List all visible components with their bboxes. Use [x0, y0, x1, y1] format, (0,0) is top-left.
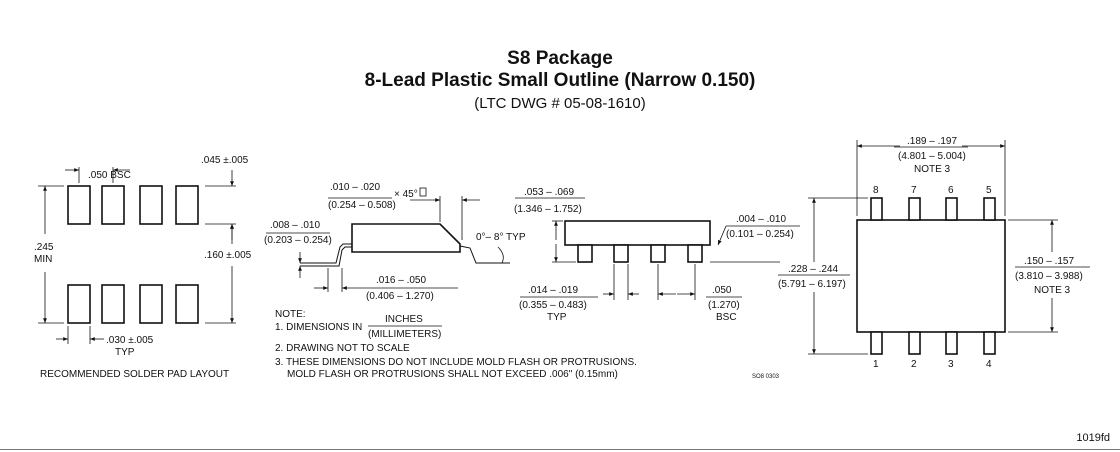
pin-2-label: 2 — [911, 359, 917, 370]
note-3b: MOLD FLASH OR PROTRUSIONS SHALL NOT EXCE… — [287, 369, 618, 380]
length-mm-label: (4.801 – 5.004) — [898, 151, 966, 162]
note-3a: 3. THESE DIMENSIONS DO NOT INCLUDE MOLD … — [275, 357, 637, 368]
pad-height-label: .245 — [34, 242, 54, 253]
front-leads — [577, 244, 703, 263]
chamfer-mm-label: (0.254 – 0.508) — [328, 200, 396, 211]
foot-in-label: .016 – .050 — [376, 275, 426, 286]
pad-gap-label: .045 ±.005 — [201, 155, 249, 166]
footer-rule — [0, 449, 1120, 450]
length-in-label: .189 – .197 — [907, 136, 957, 147]
pin-7-label: 7 — [911, 185, 917, 196]
solder-pad-caption: RECOMMENDED SOLDER PAD LAYOUT — [40, 369, 229, 380]
lead-width-in-label: .014 – .019 — [528, 285, 578, 296]
pad-width-label: .030 ±.005 — [106, 335, 154, 346]
solder-pad-layout: .050 BSC .045 ±.005 .245 MIN .160 ±.005 … — [34, 155, 252, 380]
package-subtitle: 8-Lead Plastic Small Outline (Narrow 0.1… — [364, 70, 756, 91]
note-1-prefix: 1. DIMENSIONS IN — [275, 322, 362, 333]
pin-8-label: 8 — [873, 185, 879, 196]
pin-5-label: 5 — [986, 185, 992, 196]
solder-pads-bottom — [67, 284, 199, 324]
height-in-label: .053 – .069 — [524, 187, 574, 198]
side-view: .010 – .020 (0.254 – 0.508) × 45° .008 –… — [264, 182, 526, 302]
pin-3-label: 3 — [948, 359, 954, 370]
top-leads — [870, 197, 996, 221]
solder-pads-top — [67, 185, 199, 225]
span-mm-label: (5.791 – 6.197) — [778, 279, 846, 290]
span-in-label: .228 – .244 — [788, 264, 838, 275]
width-note: NOTE 3 — [1034, 285, 1071, 296]
notes-heading: NOTE: — [275, 309, 306, 320]
width-in-label: .150 – .157 — [1024, 256, 1074, 267]
pitch-mm-label: (1.270) — [708, 300, 740, 311]
pitch-in-label: .050 — [712, 285, 732, 296]
pad-pitch-label: .050 BSC — [88, 170, 131, 181]
pin-1-label: 1 — [873, 359, 879, 370]
standoff-in-label: .004 – .010 — [736, 214, 786, 225]
notes: NOTE: 1. DIMENSIONS IN INCHES (MILLIMETE… — [275, 309, 637, 380]
note-1-numerator: INCHES — [385, 314, 423, 325]
note-2: 2. DRAWING NOT TO SCALE — [275, 343, 410, 354]
pad-height-note: MIN — [34, 254, 52, 265]
drawing-code: SO8 0303 — [752, 374, 780, 380]
lead-width-mm-label: (0.355 – 0.483) — [519, 300, 587, 311]
front-view: .053 – .069 (1.346 – 1.752) .004 – .010 … — [514, 187, 800, 380]
lead-width-note: TYP — [547, 312, 567, 323]
standoff-mm-label: (0.101 – 0.254) — [726, 229, 794, 240]
height-mm-label: (1.346 – 1.752) — [514, 204, 582, 215]
pad-width-note: TYP — [115, 347, 135, 358]
pitch-note: BSC — [716, 312, 737, 323]
drawing-number: (LTC DWG # 05-08-1610) — [474, 95, 646, 112]
bottom-leads — [870, 331, 996, 355]
pad-length-label: .160 ±.005 — [204, 250, 252, 261]
pin-4-label: 4 — [986, 359, 992, 370]
package-title: S8 Package — [507, 48, 613, 69]
thickness-in-label: .008 – .010 — [270, 220, 320, 231]
page-code: 1019fd — [1076, 432, 1110, 444]
chamfer-angle-label: × 45° — [394, 189, 418, 200]
chamfer-in-label: .010 – .020 — [330, 182, 380, 193]
length-note: NOTE 3 — [914, 164, 951, 175]
pin-6-label: 6 — [948, 185, 954, 196]
note-1-denominator: (MILLIMETERS) — [368, 329, 441, 340]
lead-angle-label: 0°– 8° TYP — [476, 232, 526, 243]
thickness-mm-label: (0.203 – 0.254) — [264, 235, 332, 246]
width-mm-label: (3.810 – 3.988) — [1015, 271, 1083, 282]
top-view: 8 7 6 5 1 2 3 4 .189 – .197 (4.801 – 5.0… — [778, 136, 1090, 370]
foot-mm-label: (0.406 – 1.270) — [366, 291, 434, 302]
